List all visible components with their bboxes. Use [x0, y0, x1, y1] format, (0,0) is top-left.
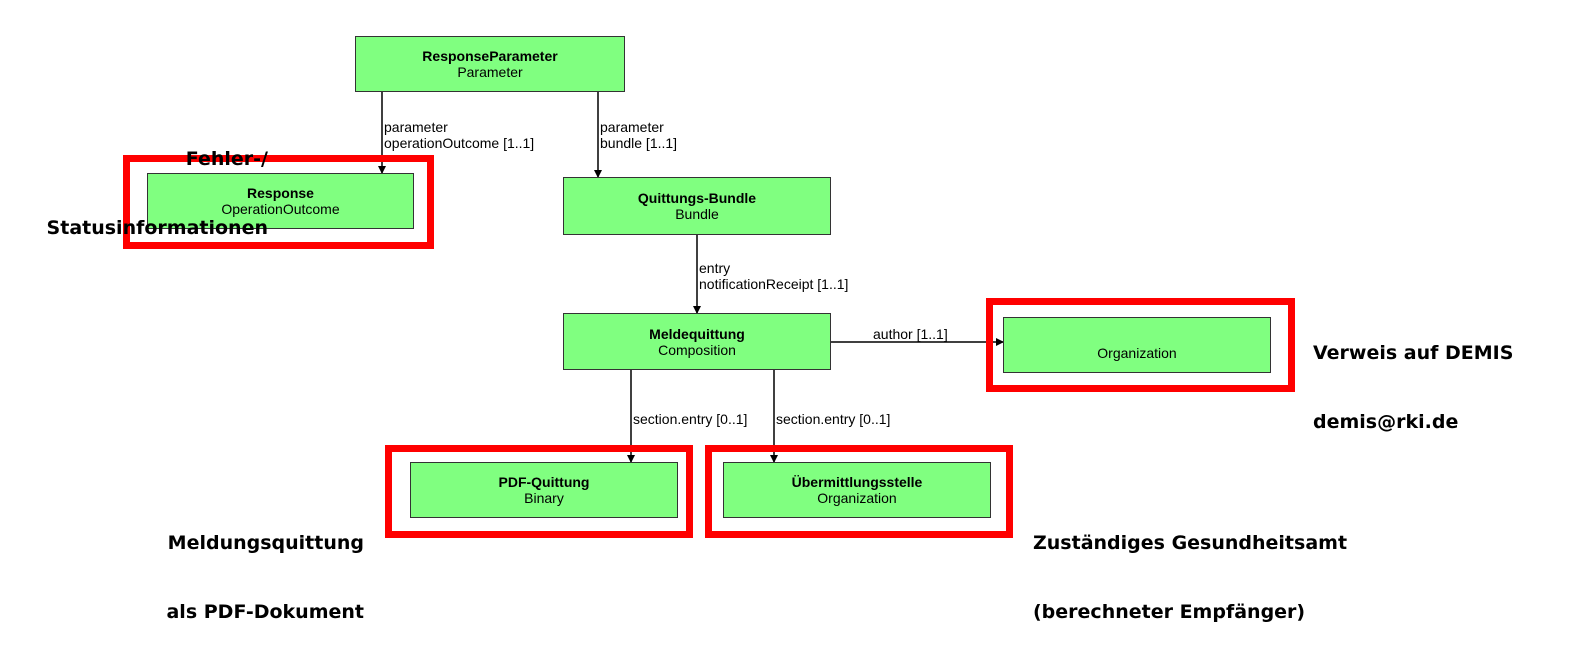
- highlight-uebermittlungsstelle: [705, 445, 1013, 538]
- node-type: OperationOutcome: [221, 201, 340, 217]
- node-title: ResponseParameter: [422, 48, 558, 64]
- node-type: Organization: [1097, 345, 1177, 361]
- node-type: Parameter: [457, 64, 523, 80]
- annotation-status-info: Fehler-/ Statusinformationen: [46, 148, 268, 239]
- annotation-gesundheitsamt: Zuständiges Gesundheitsamt (berechneter …: [1033, 532, 1348, 623]
- node-title: Übermittlungsstelle: [791, 474, 923, 490]
- node-title: Response: [247, 185, 314, 201]
- node-pdf-quittung[interactable]: PDF-Quittung Binary: [410, 462, 678, 518]
- node-meldequittung[interactable]: Meldequittung Composition: [563, 313, 831, 370]
- edge-label-section-org: section.entry [0..1]: [776, 411, 891, 427]
- node-response-parameter[interactable]: ResponseParameter Parameter: [355, 36, 625, 92]
- node-quittungs-bundle[interactable]: Quittungs-Bundle Bundle: [563, 177, 831, 235]
- node-uebermittlungsstelle[interactable]: Übermittlungsstelle Organization: [723, 462, 991, 518]
- node-response[interactable]: Response OperationOutcome: [147, 173, 414, 229]
- connector-layer: [378, 92, 1004, 463]
- node-title: Meldequittung: [649, 325, 745, 342]
- node-title: PDF-Quittung: [498, 474, 590, 490]
- node-organization[interactable]: Organization: [1003, 317, 1271, 373]
- highlight-response: [123, 155, 434, 249]
- node-type: Binary: [524, 490, 564, 506]
- edge-label-param-outcome: parameter operationOutcome [1..1]: [384, 119, 535, 151]
- node-type: Organization: [817, 490, 897, 506]
- highlight-pdf-quittung: [385, 445, 693, 538]
- edge-label-bundle-entry: entry notificationReceipt [1..1]: [699, 260, 849, 292]
- edge-label-section-pdf: section.entry [0..1]: [633, 411, 748, 427]
- highlight-organization: [986, 298, 1295, 392]
- annotation-pdf-doc: Meldungsquittung als PDF-Dokument: [166, 532, 364, 623]
- node-type: Composition: [658, 341, 736, 358]
- node-type: Bundle: [675, 206, 719, 222]
- edge-label-author: author [1..1]: [873, 326, 948, 342]
- node-title: Quittungs-Bundle: [637, 190, 757, 206]
- edge-label-param-bundle: parameter bundle [1..1]: [600, 119, 678, 151]
- annotation-demis-ref: Verweis auf DEMIS demis@rki.de: [1313, 342, 1514, 433]
